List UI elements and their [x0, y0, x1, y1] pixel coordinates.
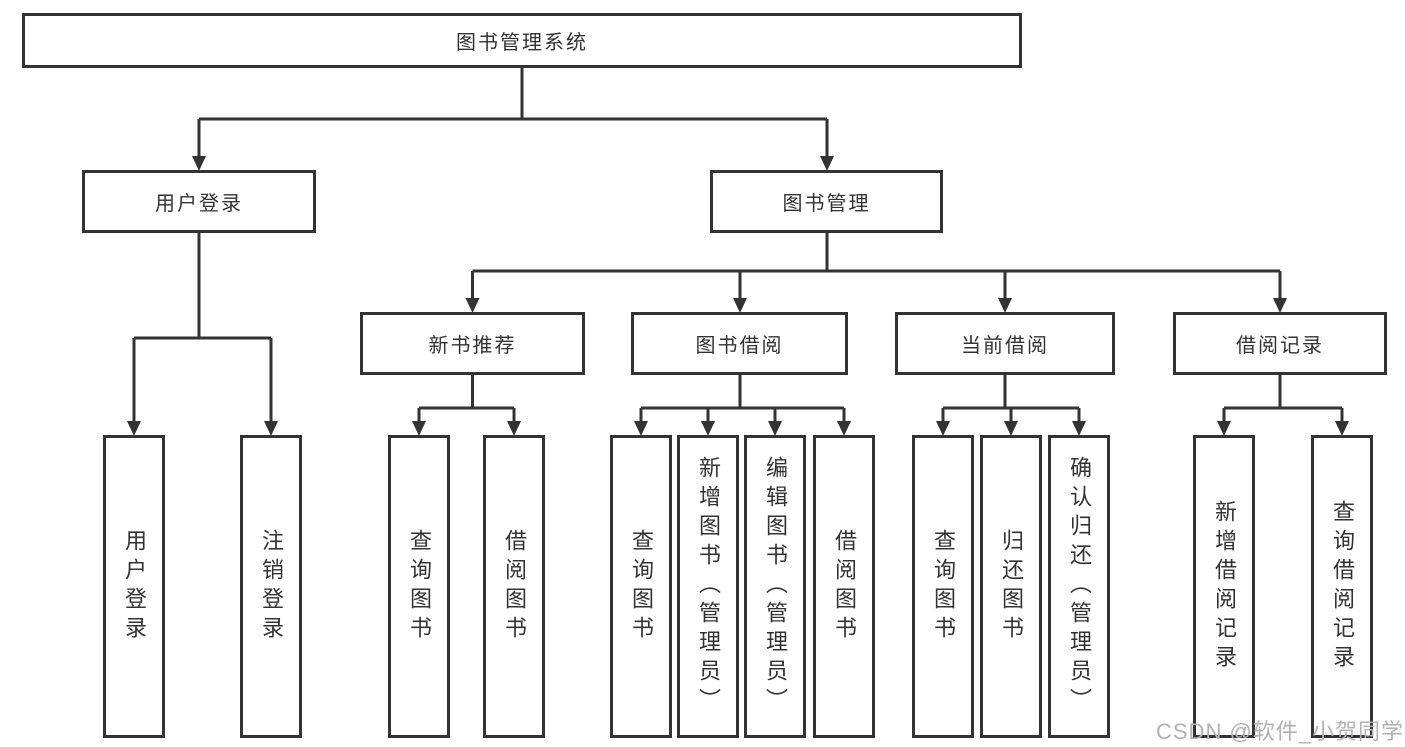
leaf-user-login: 用户登录 — [103, 435, 165, 738]
leaf-borrowing-add-books-admin: 新增图书（管理员） — [677, 435, 739, 738]
arrowhead-icon — [1273, 298, 1287, 313]
arrowhead-icon — [1217, 421, 1231, 436]
leaf-records-query-record: 查询借阅记录 — [1311, 435, 1373, 738]
leaf-borrowing-edit-books-admin: 编辑图书（管理员） — [744, 435, 806, 738]
node-book-borrowing: 图书借阅 — [631, 312, 848, 375]
csdn-watermark: CSDN @软件_小贺同学 — [1156, 719, 1405, 744]
arrowhead-icon — [127, 421, 141, 436]
arrowhead-icon — [1072, 421, 1086, 436]
arrowhead-icon — [837, 421, 851, 436]
arrowhead-icon — [192, 156, 206, 171]
connector-mgmt-to-level3 — [471, 233, 1282, 300]
arrowhead-icon — [701, 421, 715, 436]
node-user-login: 用户登录 — [82, 170, 316, 233]
node-borrowing-records: 借阅记录 — [1173, 312, 1387, 375]
leaf-logout: 注销登录 — [240, 435, 302, 738]
connector-newbook-to-leaves — [417, 375, 516, 423]
node-system-root: 图书管理系统 — [22, 13, 1022, 68]
leaf-records-add-record: 新增借阅记录 — [1193, 435, 1255, 738]
arrowhead-icon — [733, 298, 747, 313]
arrowhead-icon — [634, 421, 648, 436]
arrowhead-icon — [1004, 421, 1018, 436]
node-book-management: 图书管理 — [710, 170, 943, 233]
arrowhead-icon — [412, 421, 426, 436]
leaf-borrowing-borrow-books: 借阅图书 — [813, 435, 875, 738]
node-new-book-recommend: 新书推荐 — [360, 312, 585, 375]
connector-root-to-level2 — [197, 66, 829, 158]
connector-login-to-leaves — [132, 233, 273, 423]
leaf-current-query-books: 查询图书 — [912, 435, 974, 738]
leaf-current-return-books: 归还图书 — [980, 435, 1042, 738]
arrowhead-icon — [264, 421, 278, 436]
node-current-borrowing: 当前借阅 — [895, 312, 1115, 375]
arrowhead-icon — [936, 421, 950, 436]
arrowhead-icon — [507, 421, 521, 436]
arrowhead-icon — [768, 421, 782, 436]
leaf-newbook-query-books: 查询图书 — [388, 435, 450, 738]
connector-records-to-leaves — [1222, 375, 1344, 423]
leaf-newbook-borrow-books: 借阅图书 — [483, 435, 545, 738]
arrowhead-icon — [998, 298, 1012, 313]
leaf-borrowing-query-books: 查询图书 — [610, 435, 672, 738]
connector-bookborrow-to-leaves — [639, 375, 846, 423]
connector-current-to-leaves — [941, 375, 1081, 423]
arrowhead-icon — [820, 156, 834, 171]
arrowhead-icon — [465, 298, 480, 313]
arrowhead-icon — [1335, 421, 1349, 436]
leaf-current-confirm-return-admin: 确认归还（管理员） — [1048, 435, 1110, 738]
